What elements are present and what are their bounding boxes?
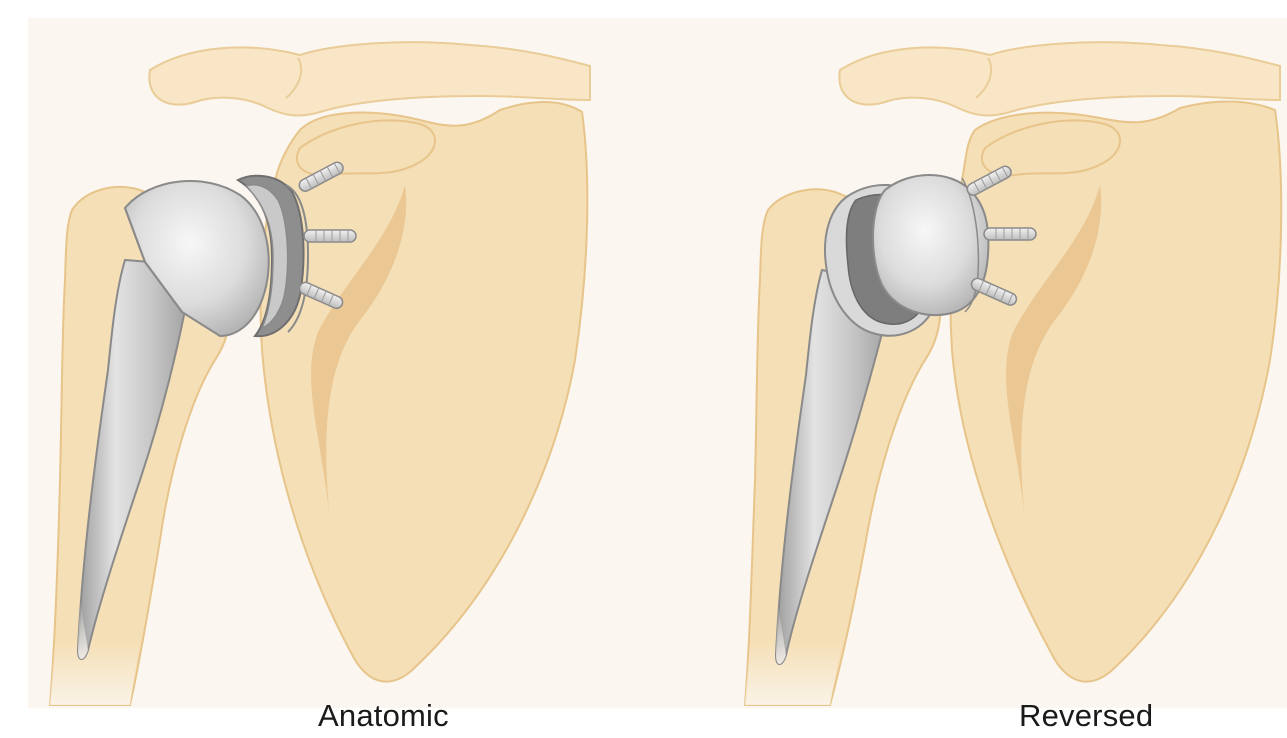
reversed-caption: Reversed	[1019, 698, 1153, 734]
anatomic-caption: Anatomic	[318, 698, 449, 734]
glenosphere-right	[873, 175, 988, 315]
